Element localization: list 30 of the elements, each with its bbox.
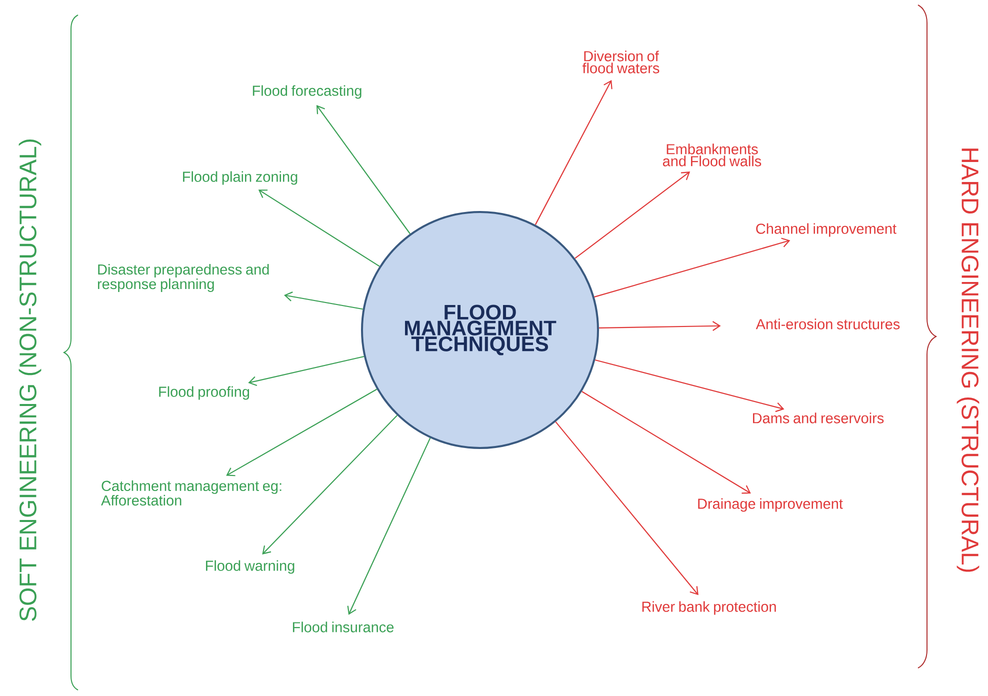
arrow (347, 438, 431, 615)
hard-engineering-heading: HARD ENGINEERING (STRUCTURAL) (956, 148, 980, 572)
technique-label: Catchment management eg: Afforestation (101, 480, 282, 506)
soft-engineering-heading: SOFT ENGINEERING (NON-STRUCTURAL) (18, 140, 42, 621)
technique-label: Embankments and Flood walls (662, 144, 762, 166)
arrow (598, 321, 721, 331)
arrow (555, 421, 698, 596)
arrow (284, 292, 363, 310)
arrow (248, 356, 364, 386)
technique-label: Flood proofing (159, 386, 250, 400)
arrow (262, 415, 398, 554)
arrow (574, 172, 690, 259)
technique-label: Flood warning (206, 560, 294, 574)
technique-label: Anti-erosion structures (756, 318, 900, 330)
technique-label: Channel improvement (756, 223, 896, 237)
arrow (226, 388, 378, 476)
technique-label: Drainage improvement (698, 498, 843, 512)
technique-label: Diversion of flood waters (582, 50, 660, 74)
technique-label: River bank protection (642, 601, 776, 615)
technique-label: Flood insurance (292, 622, 394, 632)
technique-label: Disaster preparedness and response planning (98, 264, 269, 292)
arrow (595, 359, 784, 412)
technique-label: Dams and reservoirs (753, 412, 884, 424)
arrow (258, 190, 380, 267)
technique-label: Flood plain zoning (183, 171, 298, 185)
arrow (534, 80, 612, 225)
arrow (316, 105, 410, 234)
arrow (582, 391, 751, 494)
arrow (594, 238, 790, 298)
technique-label: Flood forecasting (252, 85, 362, 99)
